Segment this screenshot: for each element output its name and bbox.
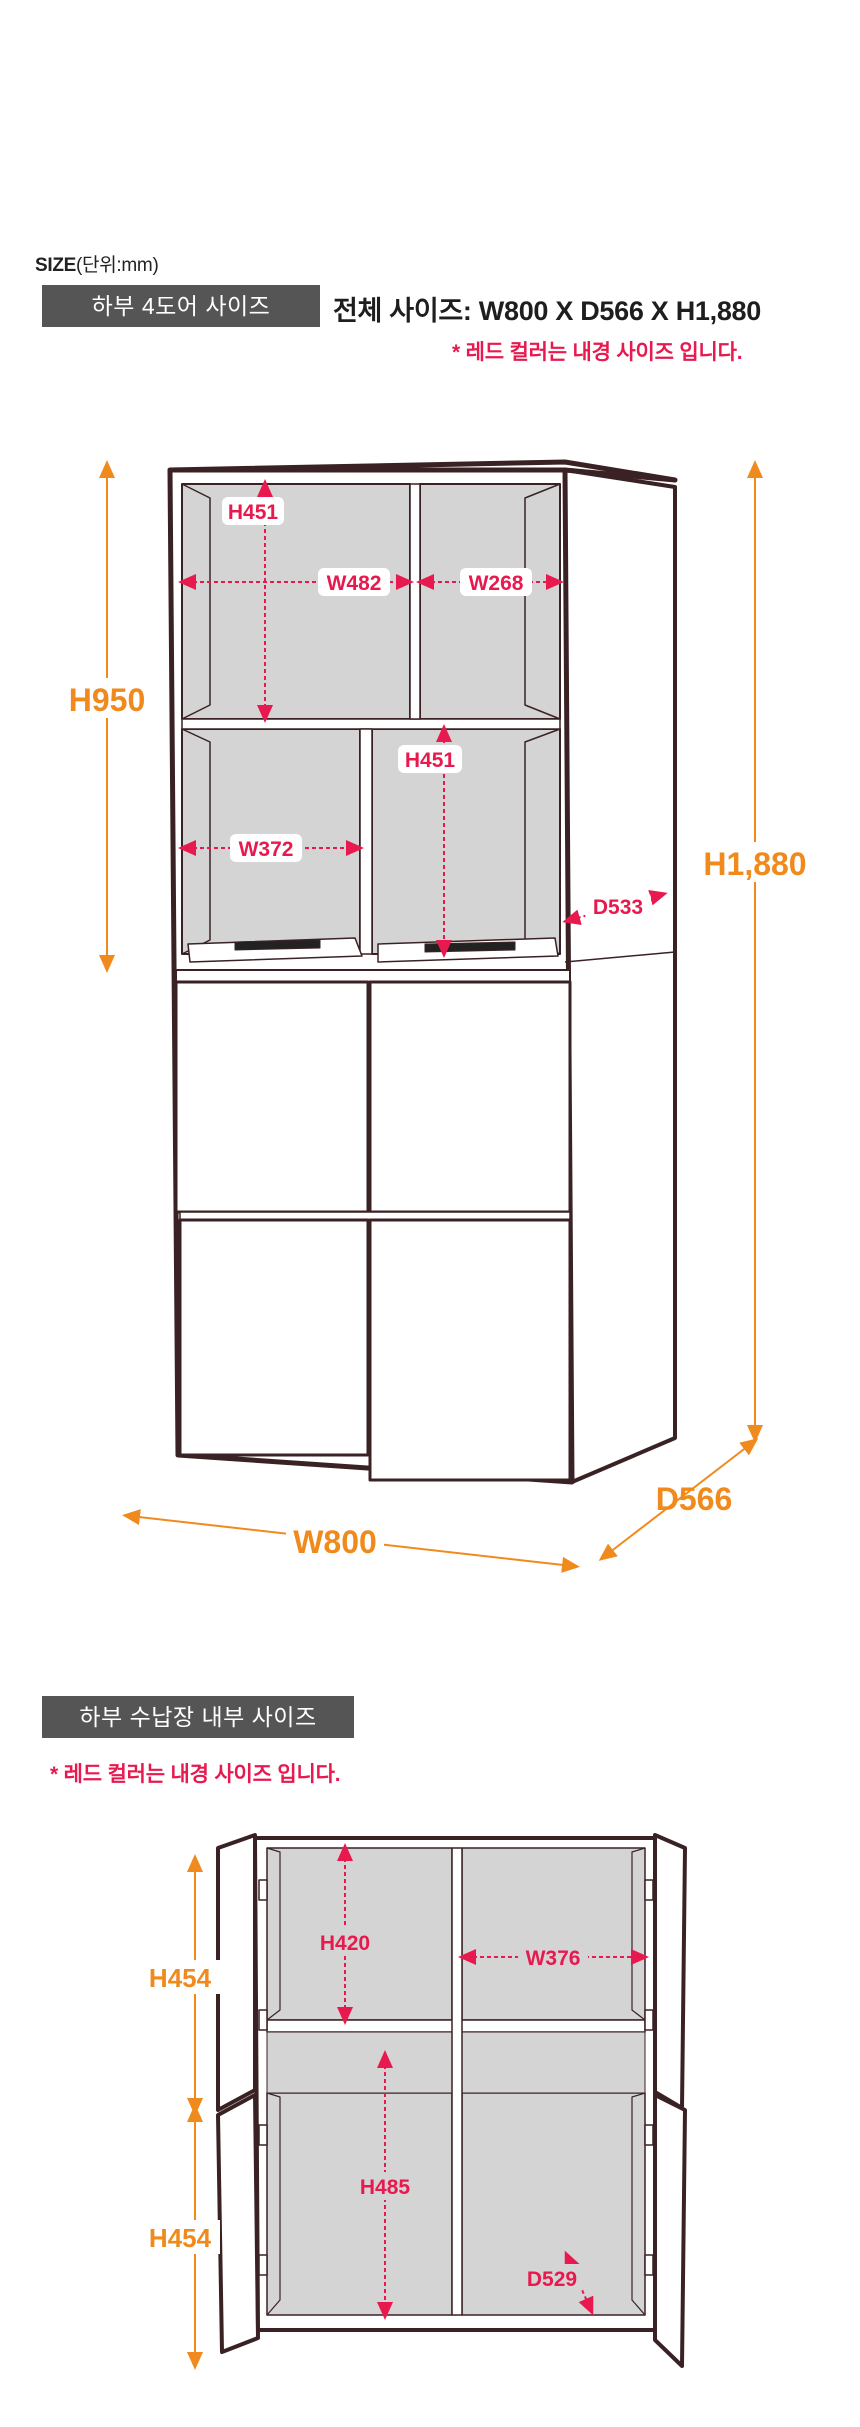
dim-d566: D566 [656,1481,733,1517]
inner-dimension-labels-1: H451 W482 W268 H451 W372 D533 [222,497,651,920]
dim-h485: H485 [360,2176,411,2199]
dim-w372: W372 [239,838,294,861]
section-tag-lower-storage: 하부 수납장 내부 사이즈 [42,1696,354,1738]
cabinet-tall [167,459,678,1485]
dim-h420: H420 [320,1932,370,1955]
inner-size-note: * 레드 컬러는 내경 사이즈 입니다. [452,341,743,364]
total-size-title: 전체 사이즈: W800 X D566 X H1,880 [333,296,761,326]
section-tag-4door: 하부 4도어 사이즈 [42,285,320,327]
dim-w482: W482 [327,572,382,595]
dim-d533: D533 [593,896,643,919]
inner-size-note-2: * 레드 컬러는 내경 사이즈 입니다. [50,1763,341,1786]
dim-h1880: H1,880 [703,846,806,882]
dim-h454-top: H454 [149,1963,212,1993]
dim-h950: H950 [69,682,146,718]
dim-h451-mid-right: H451 [405,749,456,772]
dim-w800: W800 [293,1524,377,1560]
dim-w268: W268 [469,572,524,595]
dim-d529: D529 [527,2268,577,2291]
dim-h451-top-left: H451 [228,501,279,524]
size-unit-label: SIZE(단위:mm) [35,255,159,276]
outer-dimension-labels-1: H950 H1,880 W800 D566 [62,678,810,1562]
inner-dimension-labels-2: H420 W376 H485 D529 [313,1928,588,2292]
cabinet-lower-open [216,1833,687,2368]
dim-h454-bottom: H454 [149,2223,212,2253]
outer-dimension-labels-2: H454 H454 [142,1960,220,2254]
dim-w376: W376 [526,1947,581,1970]
